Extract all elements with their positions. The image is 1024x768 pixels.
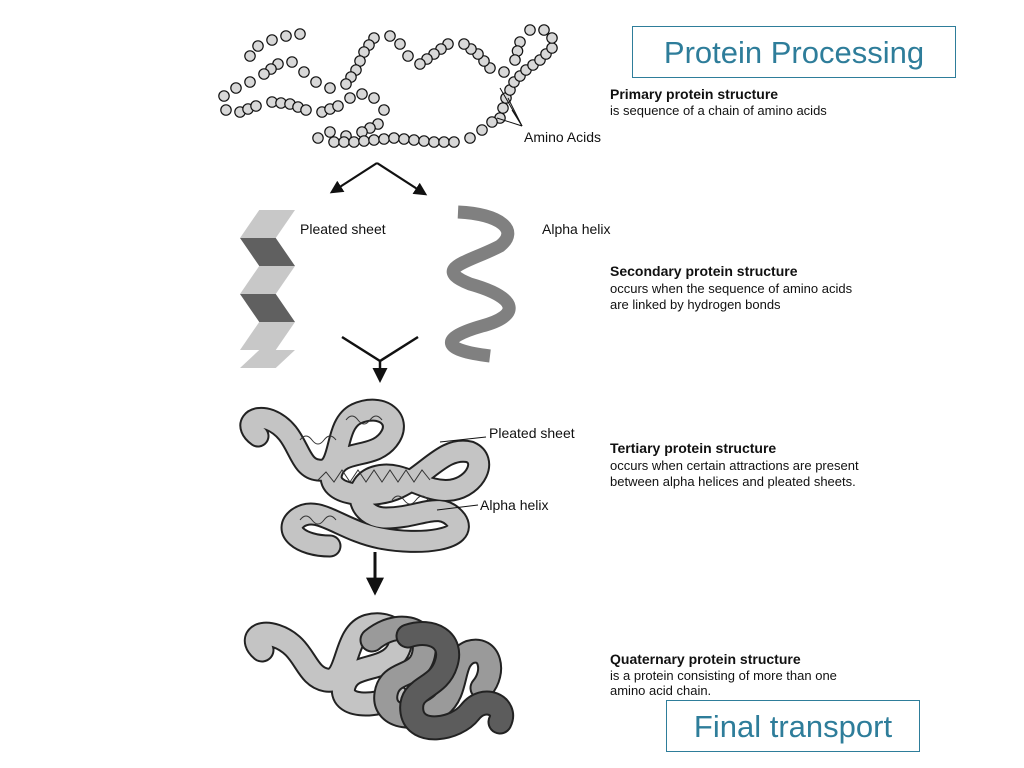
amino-acid-bead <box>418 135 430 147</box>
amino-acid-bead <box>266 34 278 46</box>
tertiary-alpha-helix-label: Alpha helix <box>480 497 549 513</box>
amino-acid-bead <box>244 50 256 62</box>
split-arrows <box>329 162 428 196</box>
pleated-sheet-label: Pleated sheet <box>300 221 386 237</box>
amino-acid-callout-lines <box>496 87 523 127</box>
title-box: Protein Processing <box>632 26 956 78</box>
amino-acid-bead <box>348 136 360 148</box>
amino-acid-bead <box>464 132 476 144</box>
amino-acid-bead <box>458 38 470 50</box>
amino-acid-bead <box>546 42 558 54</box>
amino-acid-bead <box>368 92 380 104</box>
amino-acid-bead <box>358 135 370 147</box>
amino-acid-bead <box>486 116 498 128</box>
amino-acid-bead <box>244 76 256 88</box>
amino-acid-bead <box>398 133 410 145</box>
tertiary-structure-heading: Tertiary protein structure <box>610 440 776 456</box>
amino-acid-bead <box>286 56 298 68</box>
amino-acid-bead <box>332 100 344 112</box>
amino-acid-bead <box>324 82 336 94</box>
amino-acids-label: Amino Acids <box>524 129 601 145</box>
amino-acid-bead <box>509 54 521 66</box>
quaternary-structure-description-line-2: amino acid chain. <box>610 683 711 698</box>
tertiary-structure-description-line-2: between alpha helices and pleated sheets… <box>610 474 856 489</box>
amino-acid-bead <box>312 132 324 144</box>
tertiary-structure-description-line-1: occurs when certain attractions are pres… <box>610 458 859 473</box>
amino-acid-bead <box>378 104 390 116</box>
amino-acid-bead <box>497 102 509 114</box>
amino-acid-bead <box>546 32 558 44</box>
amino-acid-bead <box>498 66 510 78</box>
amino-acid-bead <box>356 88 368 100</box>
amino-acid-bead <box>448 136 460 148</box>
amino-acid-bead <box>340 78 352 90</box>
amino-acid-bead <box>250 100 262 112</box>
amino-acid-bead <box>310 76 322 88</box>
amino-acid-bead <box>414 58 426 70</box>
amino-acid-bead <box>338 136 350 148</box>
final-transport-label: Final transport <box>693 708 893 744</box>
pleated-sheet-segment <box>240 350 295 368</box>
amino-acid-bead <box>328 136 340 148</box>
tertiary-pleated-sheet-label: Pleated sheet <box>489 425 575 441</box>
tertiary-sheet-callout-line <box>439 436 487 443</box>
amino-acid-bead <box>384 30 396 42</box>
merge-arrow <box>341 335 419 383</box>
amino-acid-bead <box>218 90 230 102</box>
pleated-sheet-segment <box>240 266 295 294</box>
tertiary-helix-callout-line <box>436 504 479 511</box>
secondary-structure-description-line-2: are linked by hydrogen bonds <box>610 297 781 312</box>
primary-structure-description: is sequence of a chain of amino acids <box>610 103 827 118</box>
pleated-sheet-segment <box>240 294 295 322</box>
quaternary-structure-heading: Quaternary protein structure <box>610 651 801 667</box>
amino-acid-bead <box>368 134 380 146</box>
amino-acid-bead <box>252 40 264 52</box>
amino-acid-bead <box>258 68 270 80</box>
amino-acid-bead <box>294 28 306 40</box>
amino-acid-bead <box>378 133 390 145</box>
amino-acid-bead <box>344 92 356 104</box>
amino-acid-bead <box>438 136 450 148</box>
amino-acid-bead <box>230 82 242 94</box>
amino-acid-bead <box>402 50 414 62</box>
amino-acid-bead <box>300 104 312 116</box>
amino-acid-bead <box>220 104 232 116</box>
amino-acid-bead <box>388 132 400 144</box>
pleated-sheet-segment <box>240 322 295 350</box>
pleated-sheet-segment <box>240 210 295 238</box>
alpha-helix-icon <box>445 205 516 363</box>
amino-acid-bead <box>324 126 336 138</box>
amino-acid-bead <box>476 124 488 136</box>
quaternary-structure-description-line-1: is a protein consisting of more than one <box>610 668 837 683</box>
alpha-helix-label: Alpha helix <box>542 221 611 237</box>
secondary-structure-heading: Secondary protein structure <box>610 263 798 279</box>
amino-acid-bead <box>408 134 420 146</box>
quaternary-complex-icon <box>243 612 514 741</box>
tertiary-fold-icon <box>239 398 491 558</box>
amino-acid-bead <box>428 136 440 148</box>
amino-acid-chain <box>218 24 558 148</box>
amino-acid-bead <box>280 30 292 42</box>
amino-acid-bead <box>524 24 536 36</box>
page-title: Protein Processing <box>663 34 925 70</box>
pleated-sheet-segment <box>240 238 295 266</box>
primary-structure-heading: Primary protein structure <box>610 86 778 102</box>
pleated-sheet-icon <box>240 210 295 368</box>
amino-acid-bead <box>538 24 550 36</box>
amino-acid-bead <box>298 66 310 78</box>
final-transport-box: Final transport <box>666 700 920 752</box>
amino-acid-bead <box>394 38 406 50</box>
secondary-structure-description-line-1: occurs when the sequence of amino acids <box>610 281 853 296</box>
